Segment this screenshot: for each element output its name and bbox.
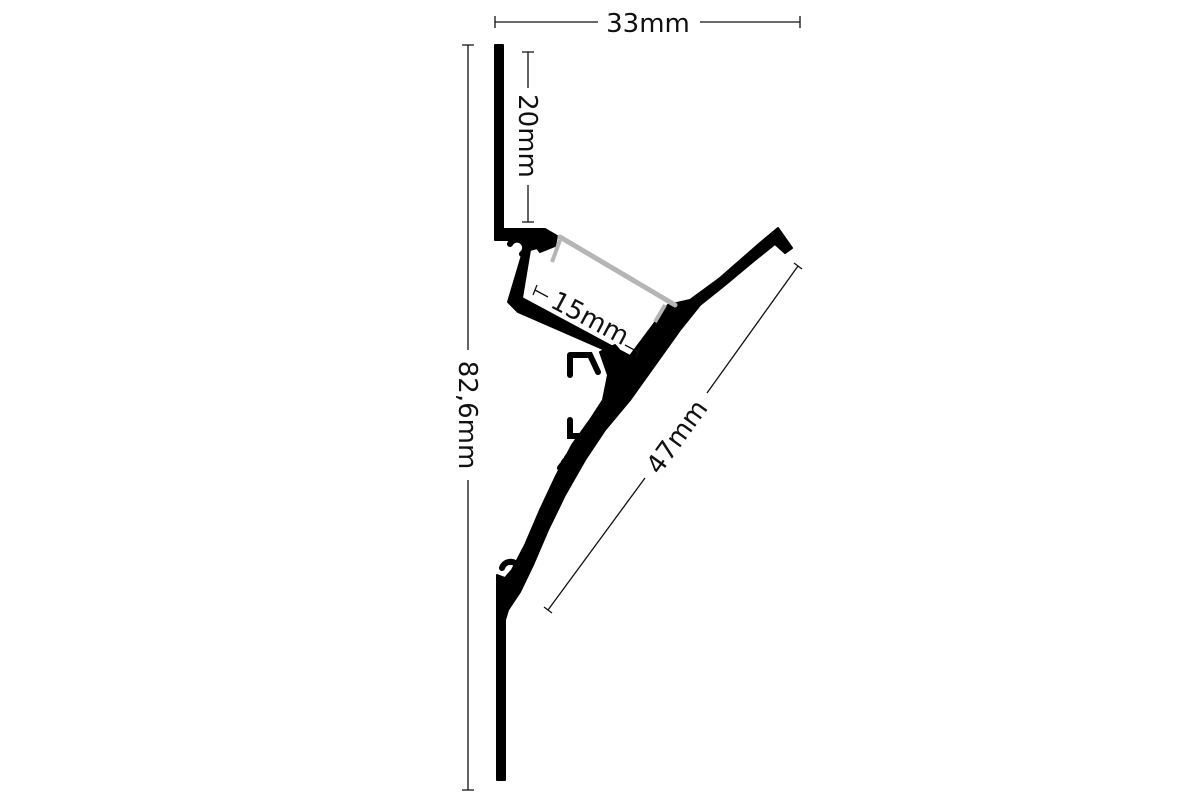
clip-lower: [567, 417, 599, 439]
top-flange-label: 20mm: [512, 94, 542, 178]
bottom-hook: [499, 558, 523, 581]
diagonal-label: 47mm: [641, 395, 714, 480]
width-label: 33mm: [606, 9, 690, 39]
clip-upper: [567, 352, 601, 378]
dimension-height: 82,6mm: [452, 44, 482, 791]
diffuser-right-leg: [653, 303, 667, 324]
top-flange: [494, 44, 793, 781]
diffuser-left-leg: [550, 239, 562, 263]
serrated-face: [557, 259, 748, 471]
aluminium-profile: [494, 44, 793, 781]
hooks: [499, 236, 601, 581]
height-label: 82,6mm: [452, 361, 482, 470]
dimension-width: 33mm: [494, 9, 801, 39]
dimension-top-flange: 20mm: [512, 51, 542, 223]
diffuser: [557, 234, 678, 308]
top-hook: [507, 236, 529, 257]
